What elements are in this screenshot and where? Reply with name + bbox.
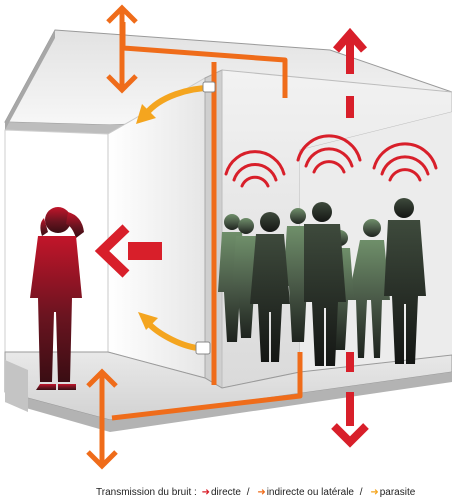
arrow-right-icon: ➜ [257,487,266,498]
direct-arrow-up [332,27,368,118]
ceiling-slab-side [5,30,55,130]
legend-item-indirect: indirecte ou latérale [266,487,354,498]
direct-arrow-down [331,352,369,448]
indirect-path-bottom [111,352,303,421]
legend-item-parasite: parasite [379,487,416,498]
listener-silhouette [30,207,84,390]
parasite-arrow-bottom [138,312,211,355]
legend-item-direct: directe [210,487,241,498]
legend-prefix: Transmission du bruit : [96,487,197,498]
floor-slab-side [5,360,28,412]
sound-wave-left [224,150,286,188]
indirect-arrow-top-vertical [106,4,138,94]
indirect-arrow-bottom-vertical [86,368,118,470]
arrow-right-icon: ➜ [201,487,210,498]
sound-wave-center [296,134,362,174]
legend-separator: / [246,487,250,498]
legend-separator: / [359,487,363,498]
arrow-right-icon: ➜ [370,487,379,498]
crowd-silhouettes [218,198,426,366]
parasite-arrow-top [136,81,216,124]
legend: Transmission du bruit : ➜directe / ➜indi… [0,486,452,500]
sound-wave-right [372,142,438,182]
